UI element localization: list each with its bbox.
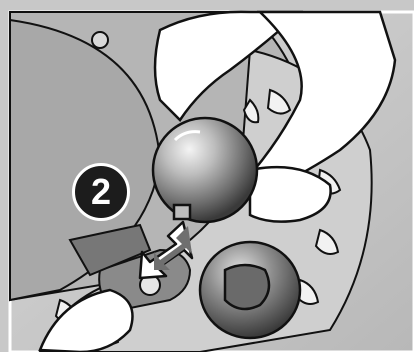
ball-nut-lower [200, 242, 300, 338]
ball-nut-upper [153, 118, 257, 222]
step-badge: 2 [72, 163, 130, 221]
step-number: 2 [91, 174, 111, 210]
